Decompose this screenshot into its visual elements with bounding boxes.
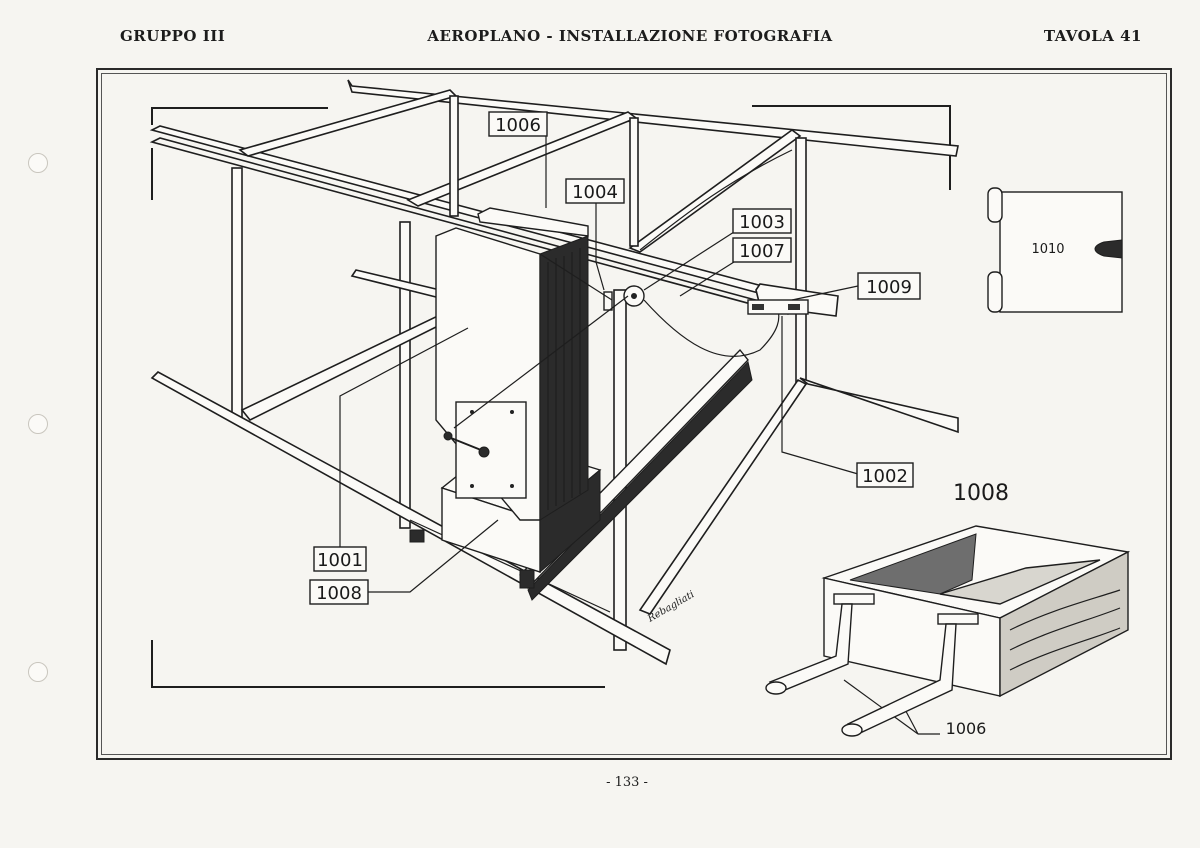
binder-hole	[28, 414, 48, 434]
callout-1010: 1010	[1031, 242, 1064, 257]
callout-1006-top: 1006	[495, 115, 541, 136]
drawing-border-inner	[101, 73, 1167, 755]
callout-1006-bottom: 1006	[946, 719, 987, 738]
callout-1003: 1003	[739, 212, 785, 233]
page-title: AEROPLANO - INSTALLAZIONE FOTOGRAFIA	[427, 27, 833, 45]
callout-1008-left: 1008	[316, 583, 362, 604]
callout-box-1003	[732, 208, 792, 234]
callout-1004: 1004	[572, 182, 618, 203]
binder-hole	[28, 662, 48, 682]
callout-box-1006	[488, 111, 548, 137]
callout-labels: 1006 1004 1003 1007 1009 1002 1001 1008	[309, 111, 921, 605]
callout-1007: 1007	[739, 241, 785, 262]
callout-box-1001	[313, 546, 367, 572]
plate-number: TAVOLA 41	[1043, 27, 1142, 45]
callout-box-1007	[732, 237, 792, 263]
group-heading: GRUPPO III	[120, 27, 226, 45]
binder-hole	[28, 153, 48, 173]
callout-box-1009	[857, 272, 921, 300]
callout-box-1002	[856, 462, 914, 488]
detail-title-1008: 1008	[953, 481, 1009, 506]
detail-1010: 1010	[987, 187, 1123, 313]
callout-1002: 1002	[862, 466, 908, 487]
detail-1008: 1008 1006	[765, 481, 1131, 738]
callout-1001: 1001	[317, 550, 363, 571]
callout-box-1004	[565, 178, 625, 204]
corner-brackets	[151, 105, 951, 688]
drawing-border-outer	[96, 68, 1172, 760]
camera-assembly: Rebagliati	[409, 207, 809, 625]
page-number: - 133 -	[606, 775, 648, 790]
callout-1009: 1009	[866, 277, 912, 298]
callout-box-1008	[309, 579, 369, 605]
